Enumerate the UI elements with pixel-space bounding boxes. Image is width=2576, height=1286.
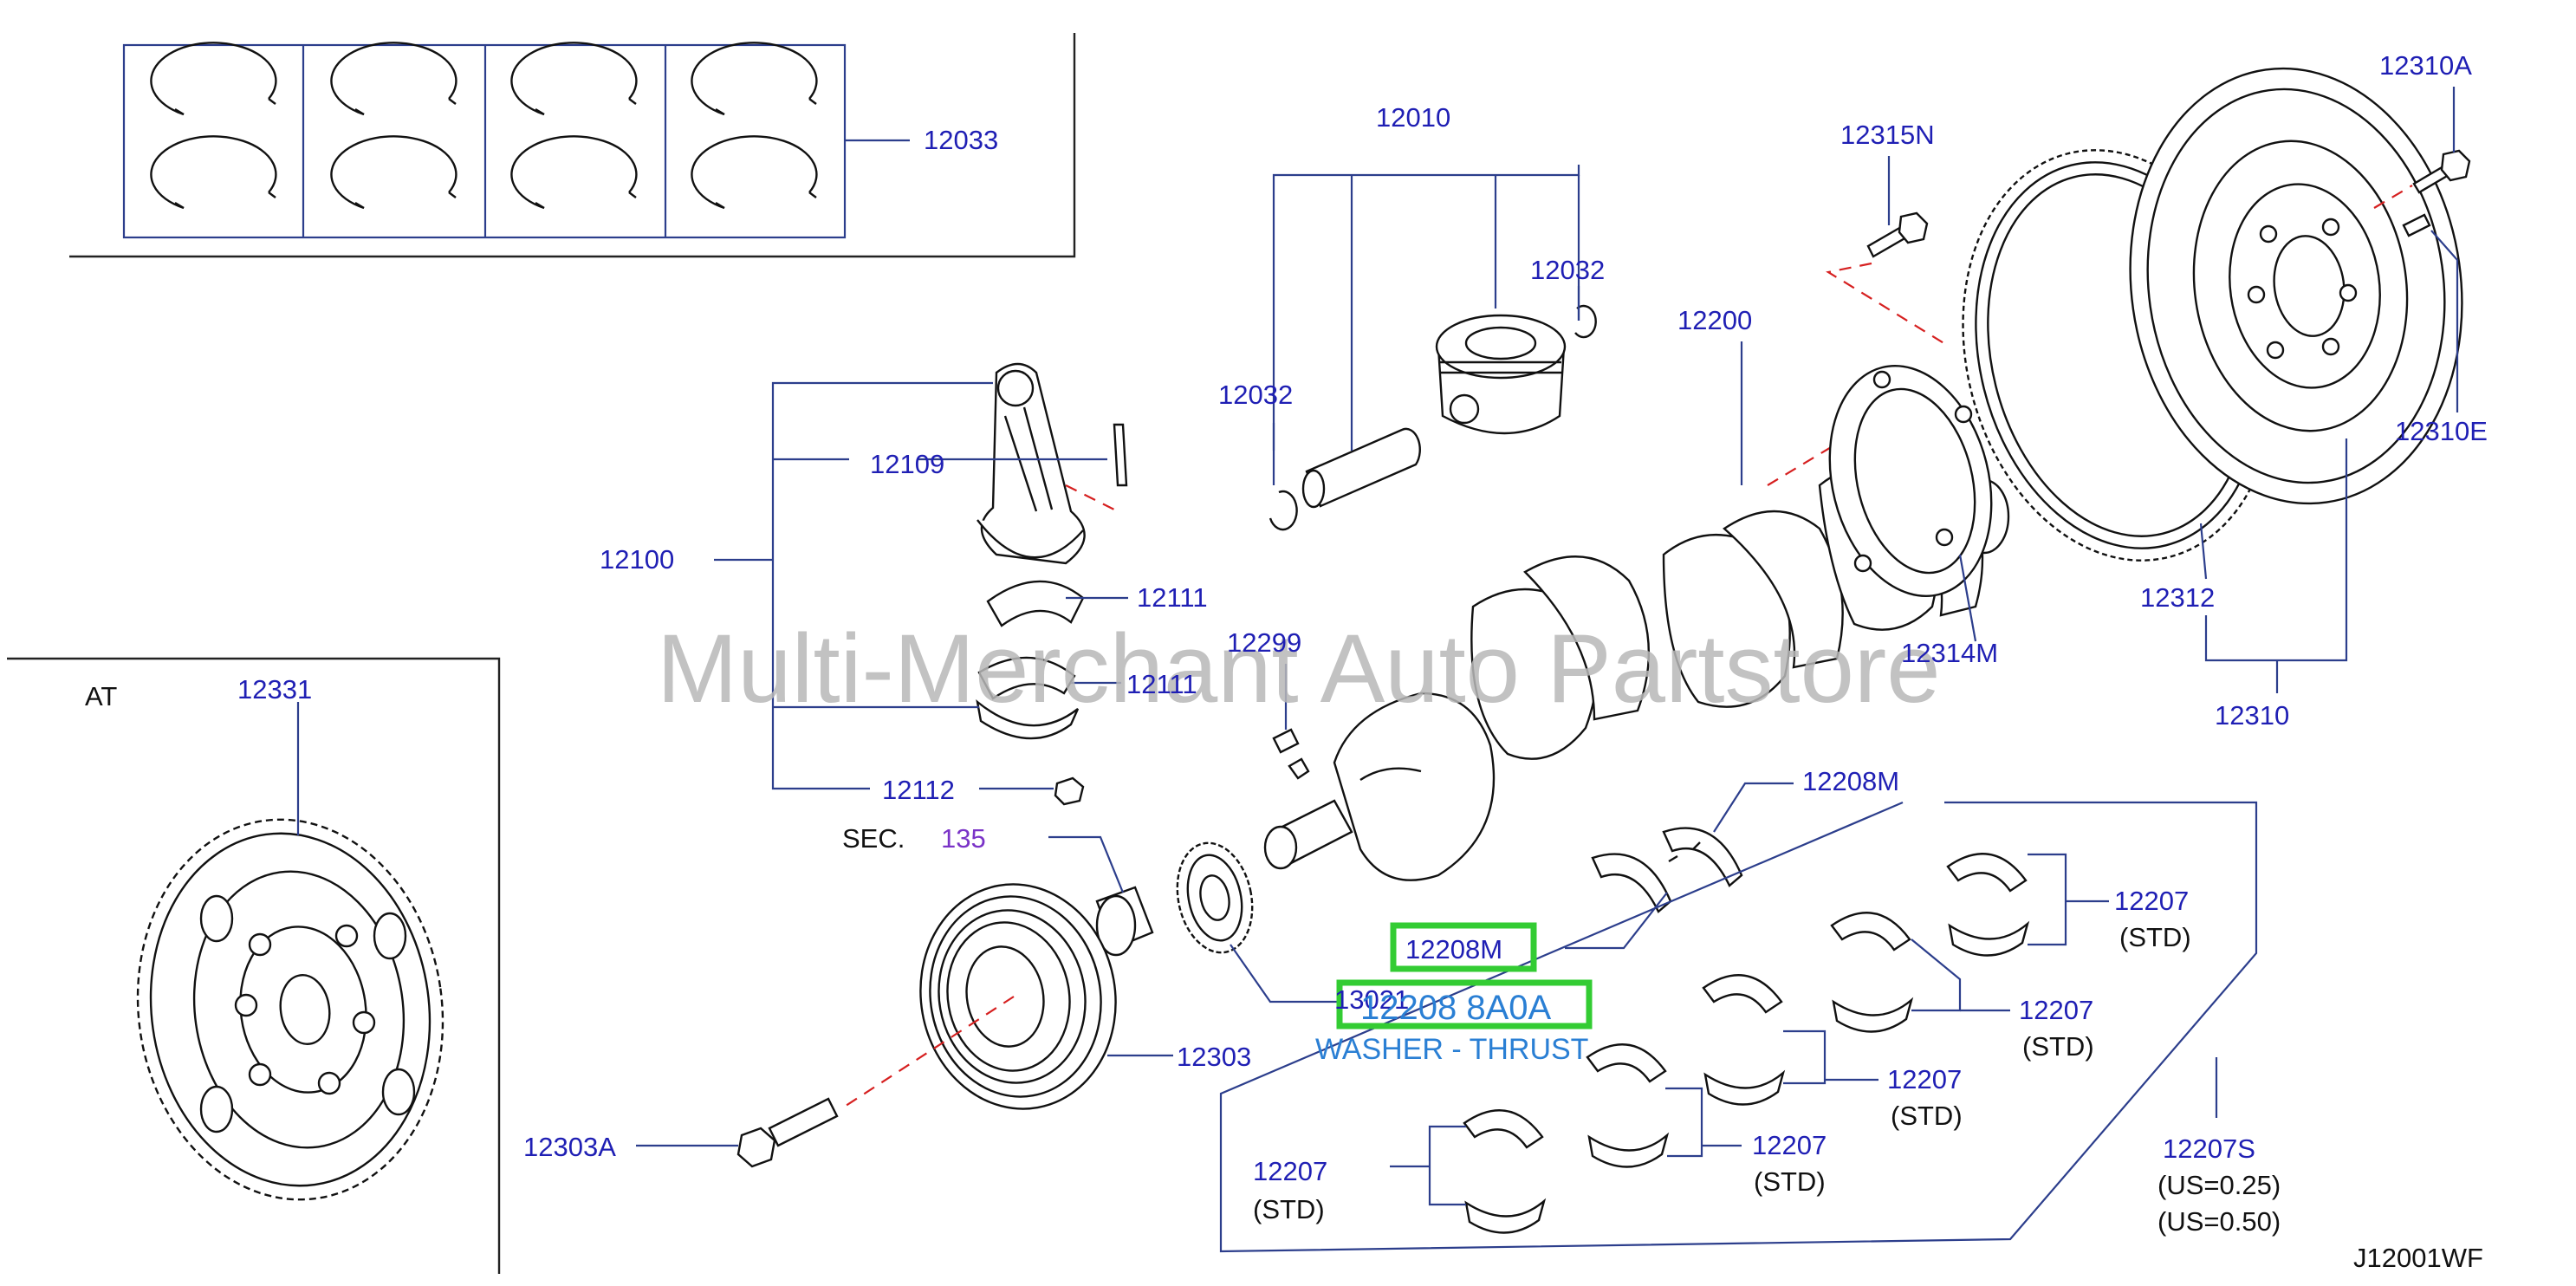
std-b: (STD) bbox=[2022, 1031, 2094, 1062]
callout-12331[interactable]: 12331 bbox=[237, 674, 312, 705]
callout-12207-d[interactable]: 12207 bbox=[1752, 1130, 1827, 1160]
main-bearings-group bbox=[1219, 801, 2258, 1253]
pulley-bolt-icon bbox=[736, 1097, 839, 1168]
crank-collar-icon bbox=[1095, 886, 1154, 957]
piston-pin-icon bbox=[1269, 427, 1421, 531]
reluctor-ring-icon bbox=[1828, 365, 1993, 597]
callout-12200[interactable]: 12200 bbox=[1677, 305, 1752, 335]
callout-12207-c[interactable]: 12207 bbox=[1887, 1064, 1962, 1094]
std-d: (STD) bbox=[1754, 1166, 1826, 1197]
woodruff-key-icon bbox=[1272, 728, 1300, 754]
watermark-text: Multi-Merchant Auto Partstore bbox=[657, 614, 1940, 723]
sec-ref-link[interactable]: 135 bbox=[941, 823, 986, 854]
callout-12315N[interactable]: 12315N bbox=[1840, 120, 1935, 150]
callout-12207-e[interactable]: 12207 bbox=[1253, 1156, 1327, 1186]
crank-sprocket-icon bbox=[1176, 841, 1254, 954]
piston-ring-frame bbox=[69, 33, 1076, 258]
flywheel-bolt-icon bbox=[2373, 149, 2471, 209]
sec-label: SEC. bbox=[842, 823, 905, 854]
leader-lines bbox=[296, 87, 2459, 1206]
callout-12111-lower[interactable]: 12111 bbox=[1126, 669, 1197, 699]
highlighted-part-number[interactable]: 12208 8A0A bbox=[1360, 989, 1552, 1027]
callout-12208M-top[interactable]: 12208M bbox=[1802, 766, 1899, 796]
std-e: (STD) bbox=[1253, 1194, 1325, 1224]
flywheel-icon bbox=[2129, 67, 2463, 505]
callout-12299[interactable]: 12299 bbox=[1227, 627, 1301, 658]
callout-12033[interactable]: 12033 bbox=[924, 125, 998, 155]
callout-12207-a[interactable]: 12207 bbox=[2114, 886, 2189, 916]
highlighted-part-description: WASHER - THRUST bbox=[1315, 1033, 1588, 1066]
callout-12207S[interactable]: 12207S bbox=[2163, 1133, 2255, 1164]
std-a: (STD) bbox=[2119, 922, 2191, 952]
rod-bearing-lower-icon bbox=[976, 656, 1080, 740]
diagram-code: J12001WF bbox=[2353, 1243, 2483, 1273]
callout-12310A[interactable]: 12310A bbox=[2379, 50, 2472, 81]
callout-12207-b[interactable]: 12207 bbox=[2019, 995, 2093, 1025]
callout-12010[interactable]: 12010 bbox=[1376, 102, 1450, 133]
callout-12100[interactable]: 12100 bbox=[600, 544, 674, 575]
flexplate-icon bbox=[136, 818, 444, 1201]
highlight-box-part-number bbox=[1336, 979, 1593, 1029]
std-c: (STD) bbox=[1891, 1101, 1963, 1131]
callout-12310[interactable]: 12310 bbox=[2215, 700, 2289, 731]
piston-rings-icon bbox=[150, 42, 818, 210]
thrust-washer-upper-icon bbox=[1662, 827, 1743, 887]
callout-12312[interactable]: 12312 bbox=[2140, 582, 2215, 613]
callout-13021[interactable]: 13021 bbox=[1334, 984, 1409, 1015]
callout-12310E[interactable]: 12310E bbox=[2395, 416, 2488, 446]
callout-12112[interactable]: 12112 bbox=[882, 775, 955, 805]
callout-12314M[interactable]: 12314M bbox=[1901, 638, 1998, 668]
crank-bolt-12315N-icon bbox=[1826, 211, 1950, 347]
highlighted-callout-12208M[interactable]: 12208M bbox=[1405, 934, 1502, 964]
callout-12109[interactable]: 12109 bbox=[870, 449, 944, 479]
callout-12032-right[interactable]: 12032 bbox=[1530, 255, 1605, 285]
piston-icon bbox=[1435, 304, 1597, 435]
at-inset-frame bbox=[7, 657, 501, 1274]
undersize-050: (US=0.50) bbox=[2157, 1206, 2281, 1237]
callout-12032-left[interactable]: 12032 bbox=[1218, 380, 1293, 410]
callout-12303[interactable]: 12303 bbox=[1177, 1042, 1251, 1072]
highlight-box-label bbox=[1390, 922, 1537, 972]
callout-12303A[interactable]: 12303A bbox=[523, 1132, 616, 1162]
dowel-pin-icon bbox=[2402, 213, 2431, 237]
crank-pulley-icon bbox=[840, 883, 1117, 1110]
connecting-rod-icon bbox=[977, 362, 1128, 565]
undersize-025: (US=0.25) bbox=[2157, 1170, 2281, 1200]
callout-12111-upper[interactable]: 12111 bbox=[1137, 582, 1208, 613]
inset-label-at: AT bbox=[85, 681, 117, 711]
rod-nut-icon bbox=[1054, 776, 1085, 806]
